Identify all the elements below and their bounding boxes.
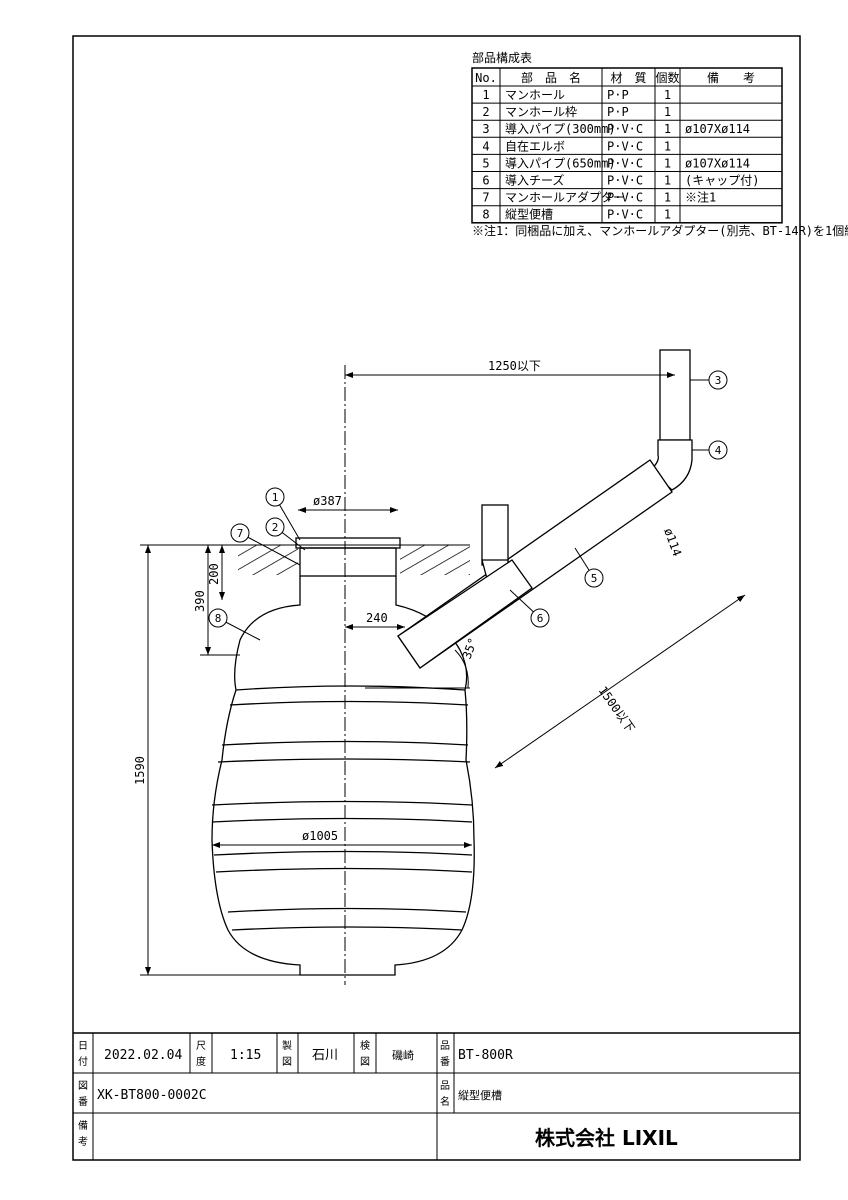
callout-number: 7 (237, 527, 244, 540)
callout-1 (265, 487, 285, 507)
callouts: 1 2 3 4 5 6 7 8 (208, 370, 728, 641)
parts-cell: 1 (664, 122, 671, 136)
callout-number: 5 (591, 572, 598, 585)
parts-cell: 7 (482, 191, 489, 205)
parts-cell: 3 (482, 122, 489, 136)
checked-by: 磯崎 (392, 1048, 414, 1062)
product-name-label: 品名 (440, 1080, 450, 1108)
manhole-frame (299, 547, 397, 577)
parts-cell: P·V·C (607, 174, 643, 188)
callout-3 (708, 370, 728, 390)
parts-cell: 2 (482, 105, 489, 119)
tee-6 (397, 559, 533, 669)
callout-number: 1 (272, 491, 279, 504)
callout-4 (708, 440, 728, 460)
parts-cell: 1 (664, 105, 671, 119)
parts-header: 個数 (655, 70, 679, 85)
dim-total-height: 1590 (133, 756, 147, 785)
remarks-label: 備考 (78, 1119, 88, 1148)
parts-cell: P·V·C (607, 122, 643, 136)
tank-outline (211, 537, 475, 976)
callout-number: 4 (715, 444, 722, 457)
callout-6 (530, 608, 550, 628)
parts-cell: 1 (664, 174, 671, 188)
parts-table: 部品構成表 No. 部 品 名 材 質個数 備 考 1 マンホール P·P 1 2 マンホール枠 P… (471, 50, 848, 238)
manhole-cover (295, 537, 401, 549)
parts-cell: マンホール (505, 88, 565, 102)
callout-number: 6 (537, 612, 544, 625)
part-number: BT-800R (458, 1048, 513, 1063)
parts-footnote: ※注1：同梱品に加え、マンホールアダプター(別売、BT-14R)を1個継足し可 (472, 223, 848, 238)
dimension-lines (140, 372, 746, 976)
drawing-number: XK-BT800-0002C (97, 1088, 207, 1103)
parts-header: 備 考 (707, 70, 755, 85)
part-no-label: 品番 (440, 1040, 450, 1068)
parts-header: No. (475, 71, 497, 85)
parts-cell: ø107Xø114 (685, 156, 750, 170)
ground-hatch (238, 544, 470, 575)
date-value: 2022.02.04 (104, 1048, 182, 1063)
tee-stub (481, 504, 509, 566)
parts-cell: 5 (482, 156, 489, 170)
parts-cell: 導入パイプ(300mm) (505, 122, 616, 136)
callout-7 (230, 523, 250, 543)
inlet-pipes (397, 349, 693, 669)
parts-table-title: 部品構成表 (472, 50, 532, 65)
parts-header: 部 品 名 (521, 70, 581, 85)
parts-cell: P·P (607, 88, 629, 102)
parts-cell: ø107Xø114 (685, 122, 750, 136)
parts-cell: 1 (664, 88, 671, 102)
parts-cell: 1 (664, 191, 671, 205)
dim-frame-height: 200 (207, 563, 221, 585)
parts-cell: 導入チーズ (505, 173, 564, 188)
callout-number: 3 (715, 374, 722, 387)
parts-cell: P·P (607, 105, 629, 119)
product-name: 縦型便槽 (458, 1088, 502, 1102)
callout-5 (584, 568, 604, 588)
parts-cell: (キャップ付) (685, 174, 759, 188)
callout-number: 8 (215, 612, 222, 625)
parts-cell: P·V·C (607, 208, 643, 222)
parts-cell: 6 (482, 174, 489, 188)
parts-cell: 1 (664, 139, 671, 153)
checked-label: 検図 (360, 1039, 370, 1068)
parts-cell: 自在エルボ (505, 139, 565, 153)
dim-angle: 35° (460, 636, 481, 661)
dim-manhole-dia: ø387 (313, 494, 342, 508)
parts-header: 材 質 (610, 70, 646, 85)
parts-cell: 1 (664, 208, 671, 222)
pipe-3 (659, 349, 691, 441)
callout-number: 2 (272, 521, 279, 534)
callout-8 (208, 608, 228, 628)
date-label: 日付 (78, 1041, 88, 1068)
dim-pipe-length: 1500以下 (596, 684, 638, 735)
parts-cell: マンホールアダプター (505, 190, 625, 205)
parts-cell: P·V·C (607, 139, 643, 153)
parts-cell: 導入パイプ(650mm) (505, 156, 616, 170)
parts-cell: 8 (482, 208, 489, 222)
company-logo: 株式会社 LIXIL (535, 1126, 678, 1150)
title-block (73, 1032, 800, 1160)
drawing-no-label: 図番 (78, 1080, 88, 1108)
parts-cell: マンホール枠 (505, 105, 577, 119)
dim-pipe-distance: 1250以下 (488, 359, 541, 373)
parts-cell: P·V·C (607, 191, 643, 205)
callout-2 (265, 517, 285, 537)
parts-cell: 4 (482, 139, 489, 153)
dim-offset: 240 (366, 611, 388, 625)
drawn-by: 石川 (312, 1048, 338, 1063)
parts-cell: ※注1 (685, 190, 716, 205)
parts-cell: 1 (482, 88, 489, 102)
dim-tank-dia: ø1005 (302, 829, 338, 843)
dim-pipe-dia: ø114 (661, 526, 684, 558)
dim-neck-height: 390 (193, 590, 207, 612)
parts-cell: 縦型便槽 (505, 208, 553, 222)
scale-label: 尺度 (196, 1040, 206, 1068)
parts-cell: P·V·C (607, 156, 643, 170)
parts-cell: 1 (664, 156, 671, 170)
scale-value: 1:15 (230, 1048, 261, 1063)
drawn-label: 製図 (282, 1039, 292, 1068)
